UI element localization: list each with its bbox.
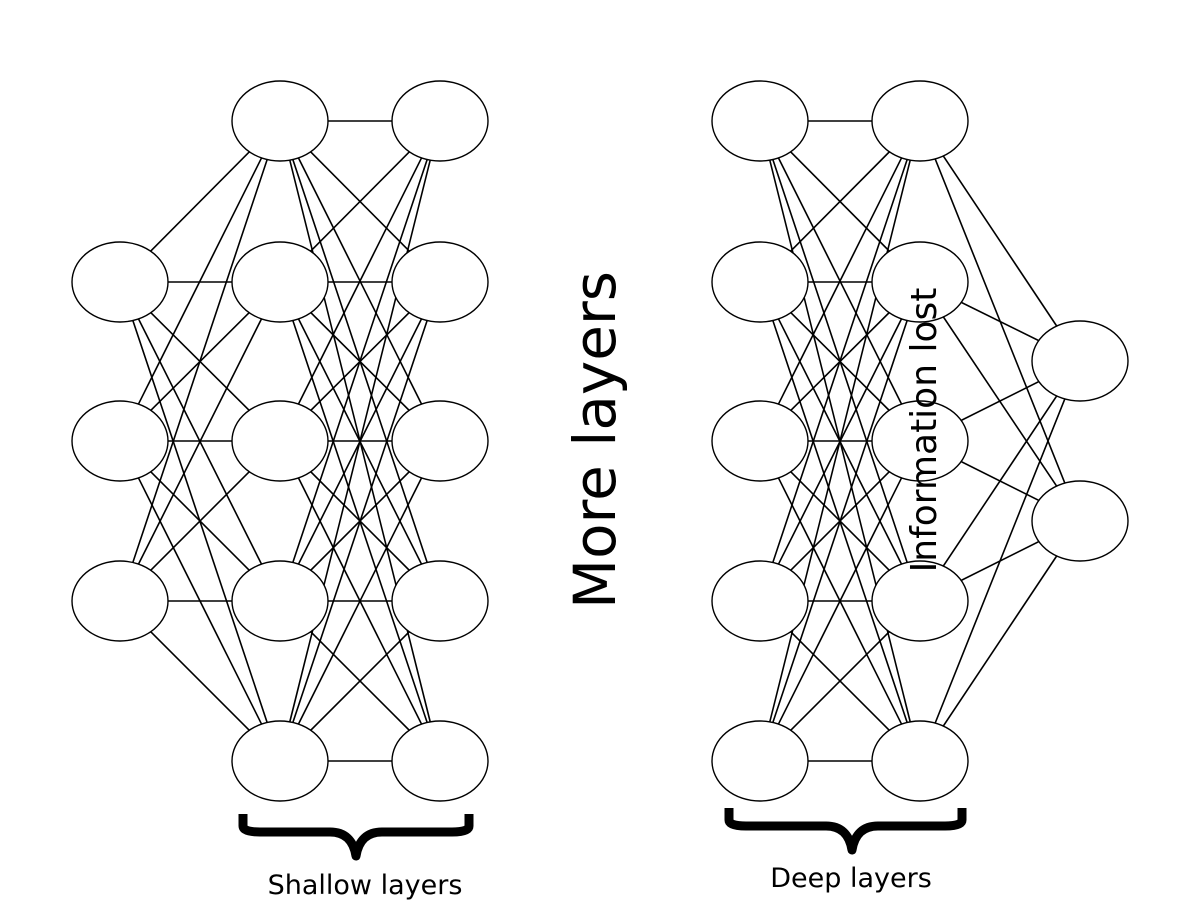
deep-node-layer3-1 bbox=[1031, 320, 1129, 402]
shallow-edge-l2n5-l3n1 bbox=[279, 120, 441, 762]
shallow-node-layer3-3 bbox=[391, 400, 489, 482]
deep-layers-label: Deep layers bbox=[770, 863, 932, 894]
deep-node-layer1-3 bbox=[711, 400, 809, 482]
deep-node-layer1-5 bbox=[711, 720, 809, 802]
deep-edge-l1n5-l2n1 bbox=[759, 120, 921, 762]
shallow-node-layer3-2 bbox=[391, 241, 489, 323]
deep-edge-l1n5-l2n3 bbox=[759, 440, 921, 762]
shallow-node-layer3-4 bbox=[391, 560, 489, 642]
deep-node-layer2-5 bbox=[871, 720, 969, 802]
shallow-node-layer2-4 bbox=[231, 560, 329, 642]
shallow-node-layer1-3 bbox=[71, 560, 169, 642]
shallow-edge-l1n3-l2n1 bbox=[119, 120, 281, 602]
deep-node-layer2-4 bbox=[871, 560, 969, 642]
shallow-edge-l2n5-l3n3 bbox=[279, 440, 441, 762]
deep-node-layer2-3 bbox=[871, 400, 969, 482]
more-layers-label: More layers bbox=[561, 271, 629, 609]
deep-node-layer1-1 bbox=[711, 80, 809, 162]
deep-node-layer1-2 bbox=[711, 241, 809, 323]
shallow-node-layer1-2 bbox=[71, 400, 169, 482]
shallow-node-layer3-1 bbox=[391, 80, 489, 162]
shallow-node-layer3-5 bbox=[391, 720, 489, 802]
shallow-edge-l2n3-l3n1 bbox=[279, 120, 441, 442]
deep-node-layer2-1 bbox=[871, 80, 969, 162]
deep-node-layer2-2 bbox=[871, 241, 969, 323]
shallow-layers-brace bbox=[238, 814, 474, 861]
shallow-edge-l2n4-l3n1 bbox=[279, 120, 441, 602]
information-lost-label: Information lost bbox=[904, 288, 945, 573]
deep-node-layer1-4 bbox=[711, 560, 809, 642]
deep-edge-l1n4-l2n1 bbox=[759, 120, 921, 602]
deep-edge-l2n5-l3n1 bbox=[919, 360, 1081, 762]
deep-edge-l1n3-l2n1 bbox=[759, 120, 921, 442]
shallow-node-layer1-1 bbox=[71, 241, 169, 323]
deep-edge-l2n5-l3n2 bbox=[919, 520, 1081, 762]
deep-edge-l1n5-l2n2 bbox=[759, 281, 921, 762]
deep-edge-l2n4-l3n1 bbox=[919, 360, 1081, 602]
deep-layers-brace bbox=[724, 808, 967, 855]
nodes-layer bbox=[71, 80, 1129, 802]
deep-node-layer3-2 bbox=[1031, 480, 1129, 562]
shallow-node-layer2-5 bbox=[231, 720, 329, 802]
shallow-layers-label: Shallow layers bbox=[268, 870, 463, 901]
shallow-edge-l2n5-l3n2 bbox=[279, 281, 441, 762]
shallow-edge-l1n2-l2n1 bbox=[119, 120, 281, 442]
shallow-node-layer2-2 bbox=[231, 241, 329, 323]
shallow-node-layer2-3 bbox=[231, 400, 329, 482]
shallow-edge-l1n3-l2n2 bbox=[119, 281, 281, 602]
deep-edge-l2n1-l3n1 bbox=[919, 120, 1081, 362]
shallow-node-layer2-1 bbox=[231, 80, 329, 162]
